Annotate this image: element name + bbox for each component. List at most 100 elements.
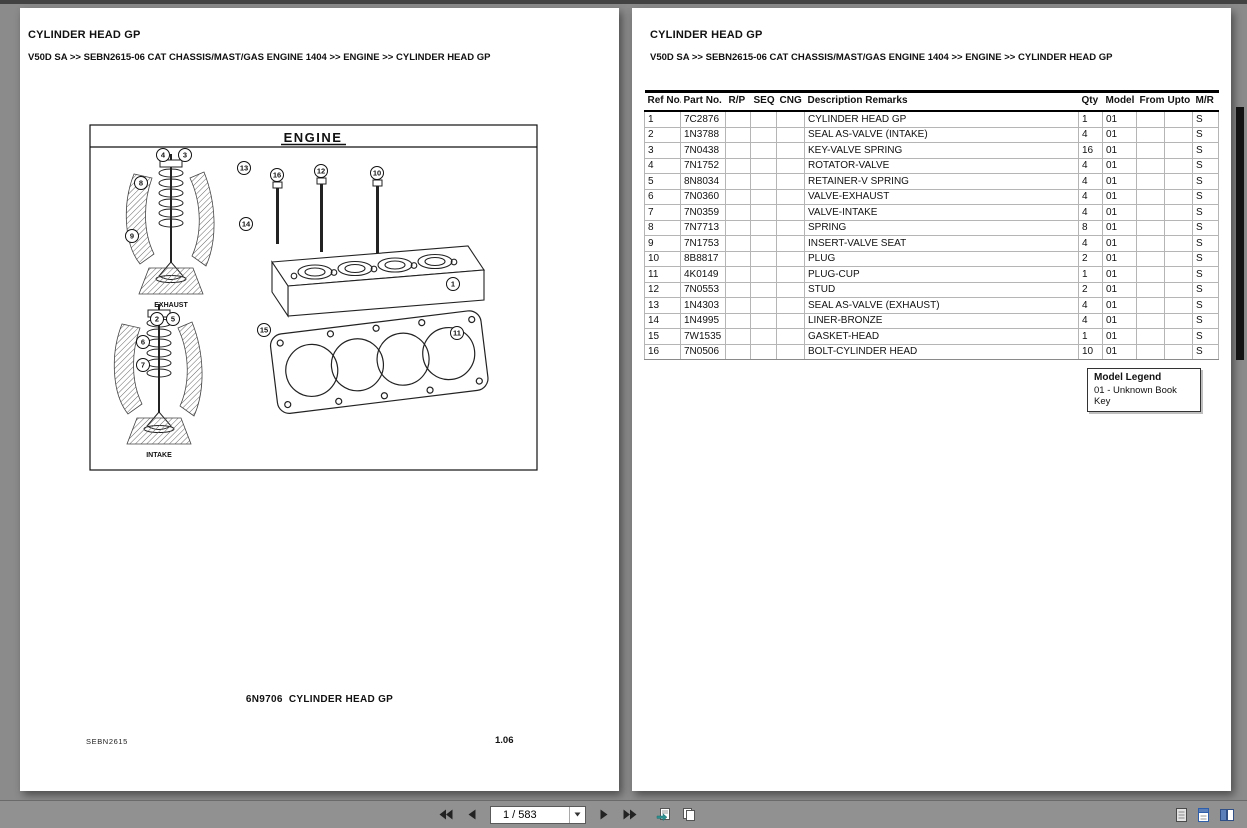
callout-balloon: 8: [134, 176, 148, 190]
previous-page-button[interactable]: [464, 807, 480, 823]
chevron-down-icon: [574, 812, 580, 817]
svg-text:13: 13: [240, 164, 248, 173]
continuous-view-icon: [1198, 807, 1209, 822]
table-cell: VALVE-EXHAUST: [804, 188, 1079, 205]
table-cell: [776, 142, 805, 159]
table-cell: [776, 328, 805, 345]
head-bolts: [272, 177, 383, 254]
single-page-view-button[interactable]: [1175, 807, 1188, 823]
first-page-button[interactable]: [438, 807, 454, 823]
page-with-arrow-icon: [656, 808, 670, 822]
table-cell: S: [1192, 188, 1219, 205]
page-list-dropdown[interactable]: [569, 806, 584, 823]
column-header: Part No.: [680, 90, 726, 112]
table-cell: [725, 235, 751, 252]
table-cell: 4K0149: [680, 266, 726, 283]
table-cell: [725, 328, 751, 345]
table-cell: 7W1535: [680, 328, 726, 345]
table-cell: [750, 343, 777, 360]
table-cell: [776, 157, 805, 174]
column-header: R/P: [725, 90, 751, 112]
table-cell: 15: [644, 328, 681, 345]
table-cell: [1136, 297, 1165, 314]
table-cell: [776, 297, 805, 314]
model-legend-title: Model Legend: [1094, 372, 1162, 383]
table-cell: KEY-VALVE SPRING: [804, 142, 1079, 159]
table-cell: [776, 250, 805, 267]
table-cell: 4: [1078, 297, 1103, 314]
callout-balloon: 7: [136, 358, 150, 372]
table-cell: [750, 204, 777, 221]
table-cell: GASKET-HEAD: [804, 328, 1079, 345]
table-cell: 01: [1102, 110, 1137, 128]
table-cell: 9: [644, 235, 681, 252]
table-cell: 7: [644, 204, 681, 221]
table-cell: [776, 219, 805, 236]
table-cell: 8: [1078, 219, 1103, 236]
table-cell: S: [1192, 343, 1219, 360]
table-cell: [1164, 266, 1193, 283]
left-arrow-icon: [468, 809, 476, 820]
table-cell: 01: [1102, 157, 1137, 174]
table-cell: [776, 110, 805, 128]
callout-balloon: 1: [446, 277, 460, 291]
table-cell: [1164, 126, 1193, 143]
table-cell: CYLINDER HEAD GP: [804, 110, 1079, 128]
callout-balloon: 13: [237, 161, 251, 175]
continuous-view-button[interactable]: [1197, 807, 1210, 823]
table-cell: 7N0359: [680, 204, 726, 221]
model-legend-entries: 01 - Unknown Book Key: [1094, 385, 1194, 407]
double-right-arrow-icon: [623, 809, 637, 820]
page-number-input[interactable]: [491, 808, 569, 821]
table-cell: [1164, 235, 1193, 252]
svg-text:10: 10: [373, 169, 381, 178]
table-cell: [725, 266, 751, 283]
table-cell: [725, 157, 751, 174]
table-cell: S: [1192, 142, 1219, 159]
table-cell: 1: [644, 110, 681, 128]
table-cell: PLUG: [804, 250, 1079, 267]
parts-table-scrollbar[interactable]: [1236, 107, 1244, 360]
copy-page-button[interactable]: [681, 807, 697, 823]
goto-linked-page-button[interactable]: [656, 807, 672, 823]
table-cell: 1N3788: [680, 126, 726, 143]
table-cell: [750, 266, 777, 283]
table-cell: 4: [1078, 126, 1103, 143]
last-page-button[interactable]: [622, 807, 638, 823]
table-cell: [750, 188, 777, 205]
table-cell: [776, 188, 805, 205]
viewer-toolbar: [0, 800, 1247, 828]
next-page-button[interactable]: [596, 807, 612, 823]
table-cell: 16: [1078, 142, 1103, 159]
table-cell: [1136, 188, 1165, 205]
model-legend: Model Legend 01 - Unknown Book Key: [1087, 368, 1201, 412]
valve-assembly: [125, 154, 215, 295]
facing-pages-view-button[interactable]: [1219, 807, 1235, 823]
table-cell: [1136, 219, 1165, 236]
figure-caption: 6N9706 CYLINDER HEAD GP: [245, 694, 394, 705]
page-navigation: [438, 801, 697, 828]
table-cell: [1136, 110, 1165, 128]
table-cell: 01: [1102, 126, 1137, 143]
table-cell: 7N0360: [680, 188, 726, 205]
table-cell: RETAINER-V SPRING: [804, 173, 1079, 190]
svg-text:8: 8: [139, 179, 143, 188]
svg-text:12: 12: [317, 167, 325, 176]
table-cell: [1136, 173, 1165, 190]
